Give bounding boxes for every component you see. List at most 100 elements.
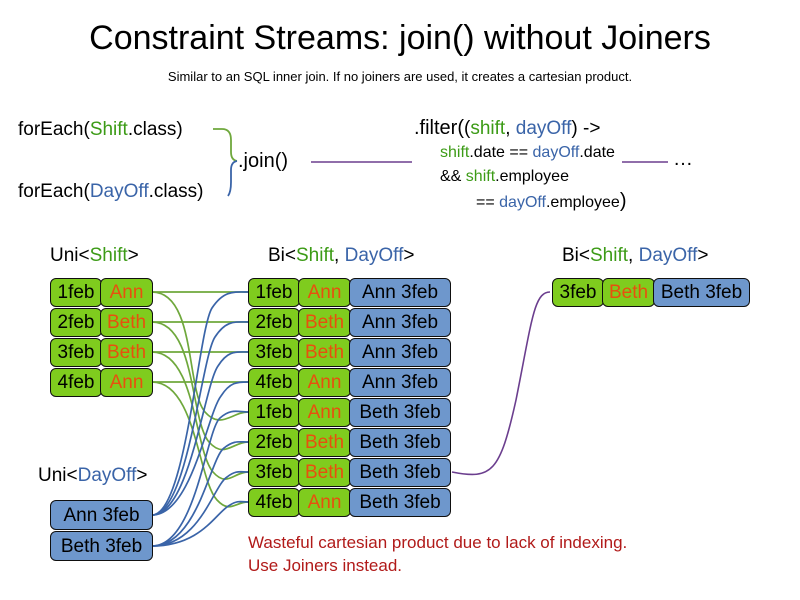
- bi-middle-row-3-employee: Ann: [298, 368, 351, 397]
- filter-line-4: == dayOff.employee): [476, 190, 626, 214]
- filter-l2-shift: shift: [440, 144, 470, 161]
- for-each-shift-suffix: .class): [127, 119, 183, 140]
- bi-middle-row-1-employee-label: Beth: [304, 312, 345, 333]
- caption-uni-dayoff: Uni<DayOff>: [38, 465, 148, 487]
- uni-dayoff-row-1: Beth 3feb: [50, 531, 153, 561]
- filter-l3-shift: shift: [465, 168, 496, 185]
- caption-bi-right-post: >: [697, 245, 709, 266]
- for-each-shift-code: forEach(Shift.class): [18, 118, 183, 141]
- bi-middle-row-5-date: 2feb: [248, 428, 300, 457]
- caption-uni-dayoff-pre: Uni<: [38, 465, 78, 486]
- bi-middle-row-3-dayoff: Ann 3feb: [349, 368, 451, 397]
- uni-shift-row-1-employee: Beth: [100, 308, 153, 337]
- uni-shift-row-2-date-label: 3feb: [57, 342, 95, 363]
- bi-middle-row-4-employee-label: Ann: [307, 402, 342, 423]
- bi-middle-row-6-date-label: 3feb: [255, 462, 293, 483]
- bi-middle-row-2-employee: Beth: [298, 338, 351, 367]
- filter-lambda-code: .filter((shift, dayOff) -> shift.date ==…: [414, 117, 626, 214]
- filter-l3-end: .employee: [495, 168, 569, 185]
- filter-param-comma: ,: [505, 118, 516, 139]
- page-title: Constraint Streams: join() without Joine…: [89, 19, 711, 57]
- bi-right-row-0-dayoff-label: Beth 3feb: [660, 282, 743, 303]
- filter-param-shift: shift: [470, 118, 506, 139]
- uni-shift-row-0-date: 1feb: [50, 278, 102, 307]
- bi-right-row-0-dayoff: Beth 3feb: [653, 278, 750, 307]
- bi-middle-row-3-employee-label: Ann: [307, 372, 342, 393]
- bi-middle-row-0-date: 1feb: [248, 278, 300, 307]
- filter-l2-mid: .date ==: [469, 144, 533, 161]
- bi-middle-row-4-dayoff-label: Beth 3feb: [359, 402, 441, 423]
- uni-dayoff-row-0: Ann 3feb: [50, 500, 153, 530]
- page-subtitle: Similar to an SQL inner join. If no join…: [167, 69, 633, 84]
- bi-middle-row-7-employee: Ann: [298, 488, 351, 517]
- uni-shift-row-3-date-label: 4feb: [57, 372, 95, 393]
- ellipsis-text: …: [673, 148, 694, 170]
- bi-middle-row-4-employee: Ann: [298, 398, 351, 427]
- filter-l4-end: .employee: [545, 194, 620, 211]
- caption-bi-right-pre: Bi<: [562, 245, 590, 266]
- bi-right-row-0-date: 3feb: [552, 278, 604, 307]
- caption-uni-shift-pre: Uni<: [50, 245, 90, 266]
- uni-dayoff-row-0-label: Ann 3feb: [63, 504, 140, 526]
- filter-l2-dayoff: dayOff: [532, 144, 580, 161]
- uni-shift-row-1-date: 2feb: [50, 308, 102, 337]
- caption-bi-mid-sep: ,: [334, 245, 345, 266]
- caption-uni-shift-post: >: [127, 245, 139, 266]
- bi-middle-row-5-dayoff-label: Beth 3feb: [359, 432, 441, 453]
- filter-arrow: ) ->: [571, 118, 601, 139]
- bi-middle-row-0-date-label: 1feb: [255, 282, 293, 303]
- bi-middle-row-2-dayoff-label: Ann 3feb: [361, 342, 439, 363]
- bi-middle-row-6-employee-label: Beth: [304, 462, 345, 483]
- caption-uni-dayoff-type: DayOff: [77, 465, 137, 486]
- bi-right-row-0-employee: Beth: [602, 278, 655, 307]
- for-each-dayoff-prefix: forEach(: [18, 181, 90, 202]
- warning-line-1: Wasteful cartesian product due to lack o…: [248, 533, 628, 552]
- bi-middle-row-5-date-label: 2feb: [255, 432, 293, 453]
- caption-uni-dayoff-post: >: [136, 465, 148, 486]
- caption-uni-shift: Uni<Shift>: [50, 245, 139, 267]
- bi-middle-row-6-employee: Beth: [298, 458, 351, 487]
- uni-shift-row-1-employee-label: Beth: [106, 312, 147, 333]
- uni-shift-row-3-employee: Ann: [100, 368, 153, 397]
- bi-middle-row-5-employee-label: Beth: [304, 432, 345, 453]
- bi-middle-row-7-dayoff: Beth 3feb: [349, 488, 451, 517]
- filter-l4-dayoff: dayOff: [499, 194, 546, 211]
- bi-middle-row-1-employee: Beth: [298, 308, 351, 337]
- bi-middle-row-7-employee-label: Ann: [307, 492, 342, 513]
- bi-middle-row-7-date: 4feb: [248, 488, 300, 517]
- bi-middle-row-0-dayoff: Ann 3feb: [349, 278, 451, 307]
- uni-shift-row-0-date-label: 1feb: [57, 282, 95, 303]
- bi-middle-row-4-date-label: 1feb: [255, 402, 293, 423]
- bi-middle-row-1-dayoff: Ann 3feb: [349, 308, 451, 337]
- bi-right-row-0-date-label: 3feb: [559, 282, 597, 303]
- caption-bi-right-type2: DayOff: [638, 245, 698, 266]
- uni-dayoff-row-1-label: Beth 3feb: [60, 535, 143, 557]
- filter-line-3: && shift.employee: [440, 165, 626, 188]
- bi-middle-row-0-employee: Ann: [298, 278, 351, 307]
- bi-middle-row-7-dayoff-label: Beth 3feb: [359, 492, 441, 513]
- bi-middle-row-2-dayoff: Ann 3feb: [349, 338, 451, 367]
- bi-middle-row-6-date: 3feb: [248, 458, 300, 487]
- bi-middle-row-3-dayoff-label: Ann 3feb: [361, 372, 439, 393]
- for-each-dayoff-code: forEach(DayOff.class): [18, 180, 204, 203]
- bi-middle-row-2-date: 3feb: [248, 338, 300, 367]
- uni-shift-row-3-employee-label: Ann: [109, 372, 144, 393]
- bi-middle-row-1-date: 2feb: [248, 308, 300, 337]
- caption-bi-mid-pre: Bi<: [268, 245, 296, 266]
- bi-middle-row-2-date-label: 3feb: [255, 342, 293, 363]
- uni-shift-row-1-date-label: 2feb: [57, 312, 95, 333]
- bi-middle-row-1-date-label: 2feb: [255, 312, 293, 333]
- uni-shift-row-0-employee-label: Ann: [109, 282, 144, 303]
- uni-shift-row-3-date: 4feb: [50, 368, 102, 397]
- caption-bi-middle: Bi<Shift, DayOff>: [268, 245, 414, 267]
- bi-middle-row-6-dayoff: Beth 3feb: [349, 458, 451, 487]
- warning-text: Wasteful cartesian product due to lack o…: [248, 531, 627, 577]
- caption-bi-right-type1: Shift: [590, 245, 629, 266]
- uni-shift-row-2-employee-label: Beth: [106, 342, 147, 363]
- join-call-code: .join(): [238, 150, 289, 172]
- bi-middle-row-4-dayoff: Beth 3feb: [349, 398, 451, 427]
- filter-param-dayoff: dayOff: [515, 118, 572, 139]
- caption-bi-mid-post: >: [403, 245, 415, 266]
- for-each-dayoff-suffix: .class): [148, 181, 204, 202]
- bi-middle-row-6-dayoff-label: Beth 3feb: [359, 462, 441, 483]
